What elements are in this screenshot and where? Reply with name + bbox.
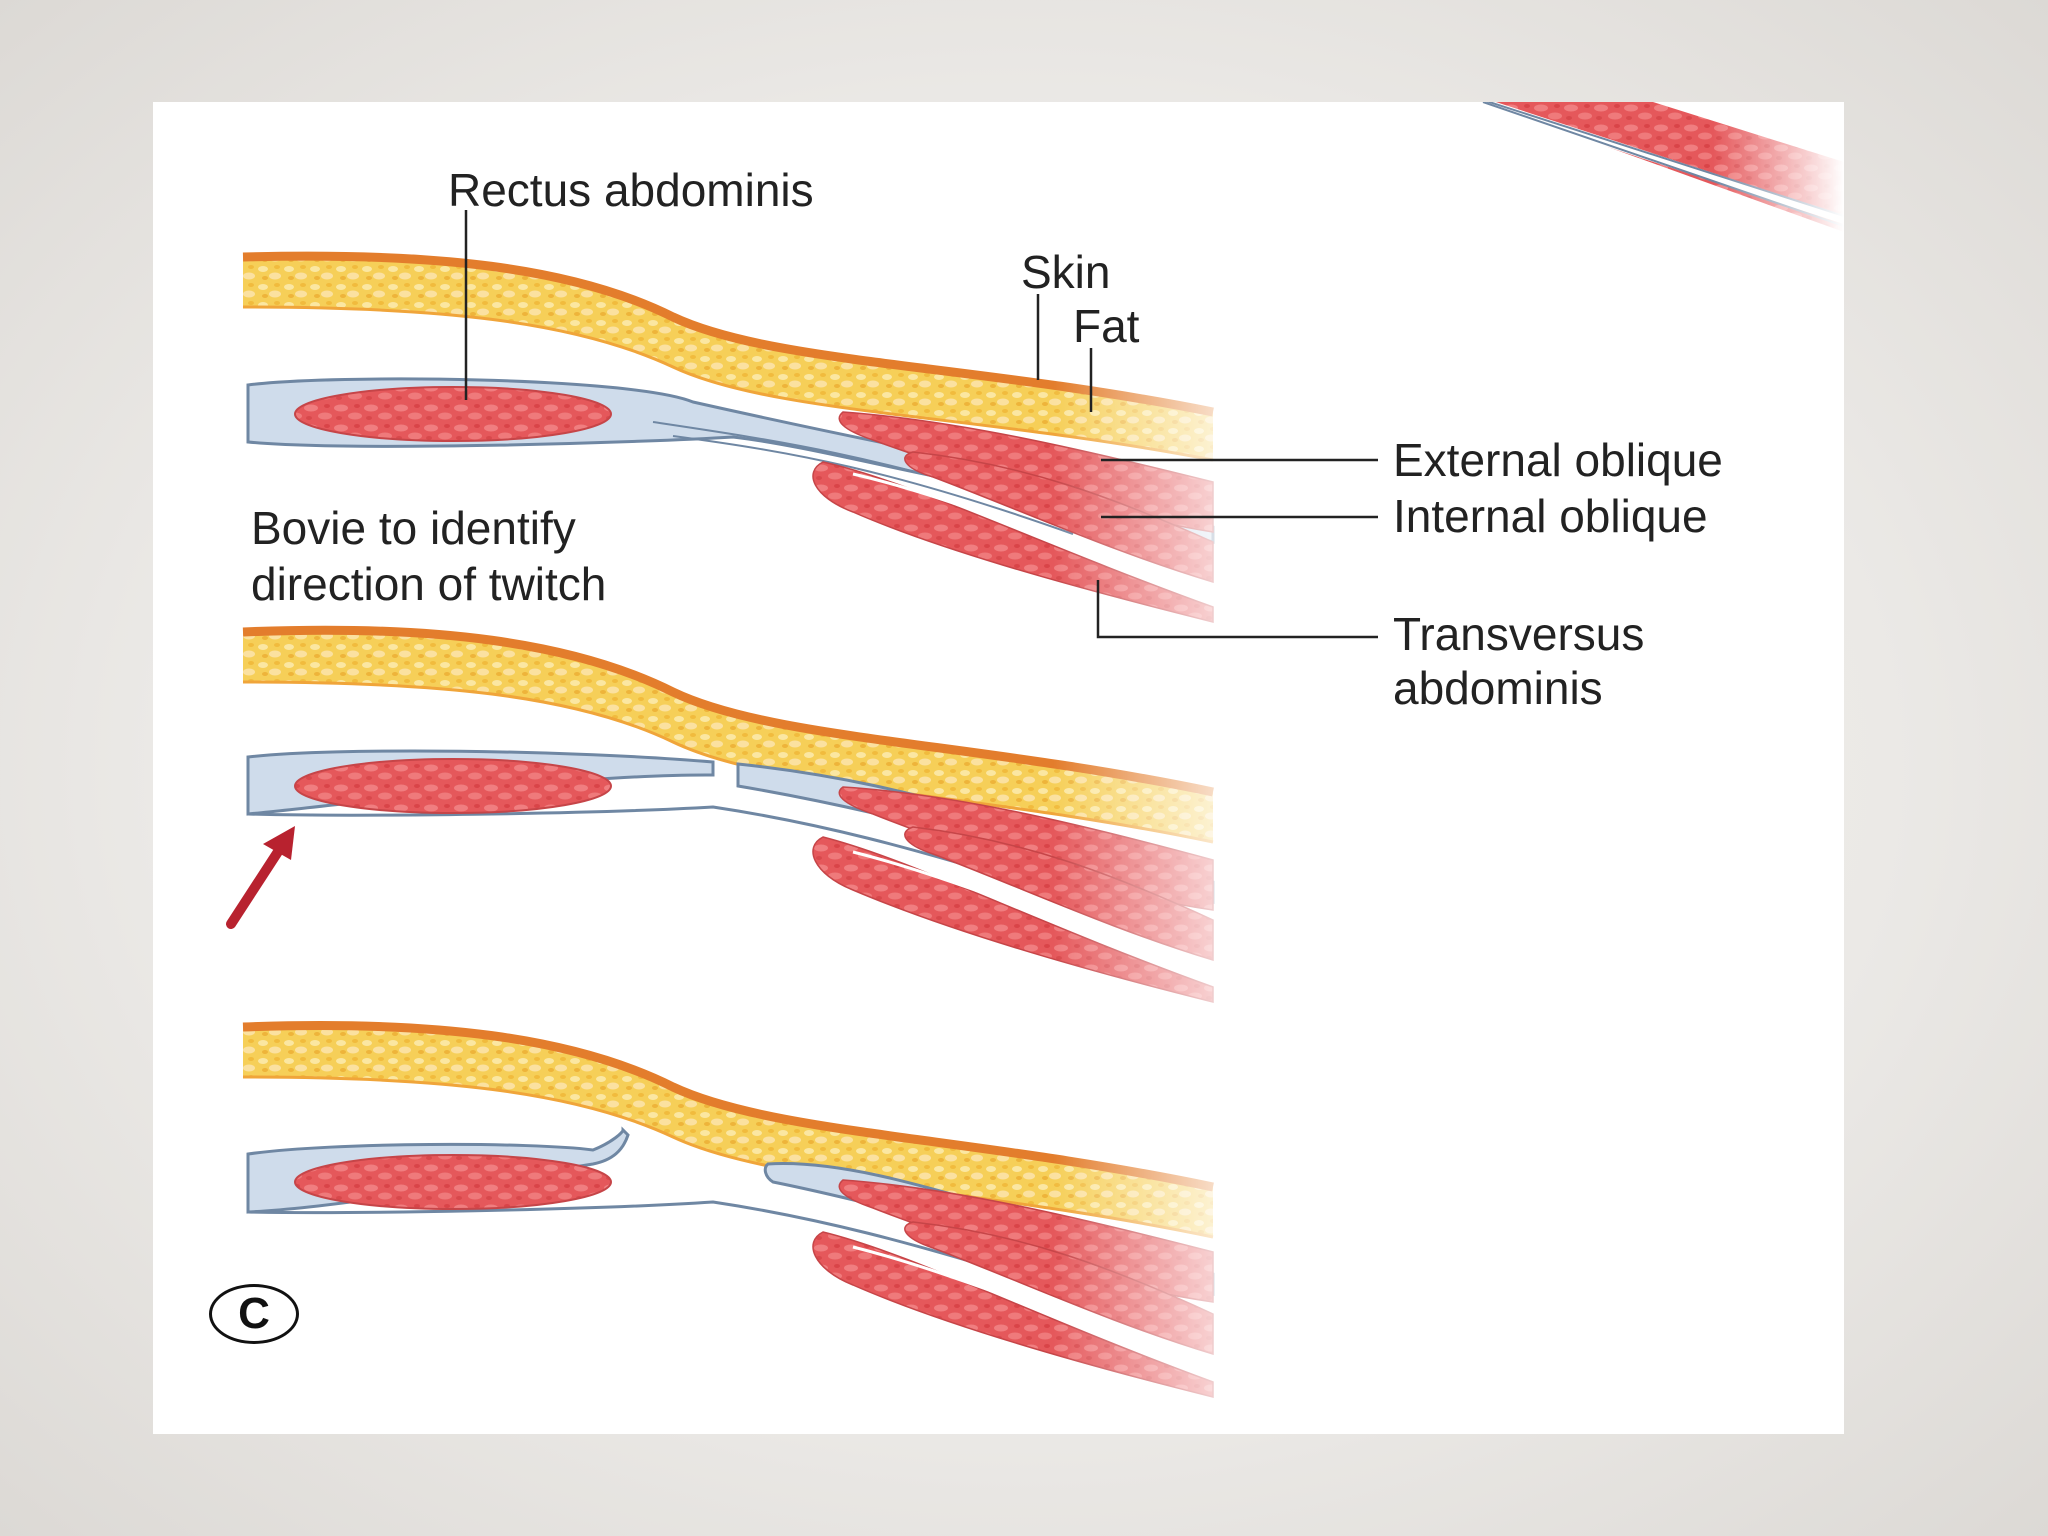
anatomy-illustration [226,102,1844,1422]
layer-panel-3 [242,1020,1273,1422]
layer-panel-2 [242,625,1273,1032]
label-rectus-abdominis: Rectus abdominis [448,164,814,216]
layer-panel-1 [242,251,1273,652]
anatomy-figure: Rectus abdominis Skin Fat External obliq… [153,102,1844,1434]
label-bovie-line1: Bovie to identify [251,502,576,554]
label-transversus-line2: abdominis [1393,662,1603,714]
leader-lines [464,210,1378,639]
label-fat: Fat [1073,300,1140,352]
label-external-oblique: External oblique [1393,434,1723,486]
label-bovie-line2: direction of twitch [251,558,607,610]
leader-transversus [1096,580,1378,639]
corner-fragment [1481,102,1844,302]
bovie-arrow [226,826,295,929]
label-transversus-line1: Transversus [1393,608,1645,660]
label-skin: Skin [1021,246,1111,298]
label-internal-oblique: Internal oblique [1393,490,1708,542]
panel-letter-badge: C [209,1284,299,1344]
